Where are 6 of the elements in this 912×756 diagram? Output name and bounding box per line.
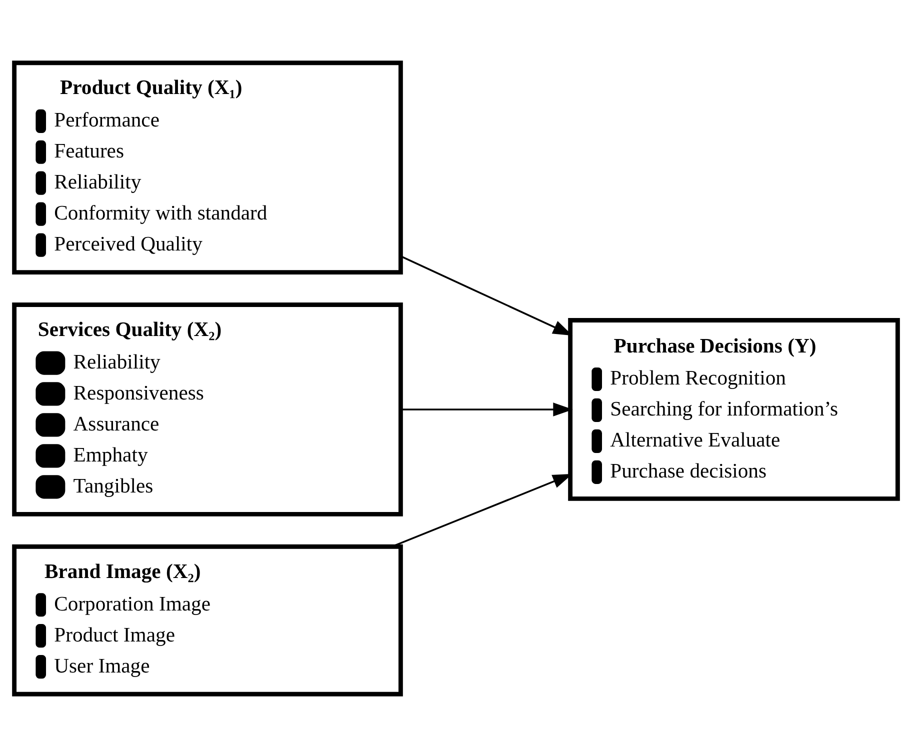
arrow bbox=[400, 402, 573, 416]
node-box: Services Quality (X₂) Reliability Responsiveness Assurance Emphaty Tangibles bbox=[12, 302, 403, 516]
node-box: Product Quality (X₁) Performance Features Reliability Conformity with standard Perceived Quality bbox=[12, 60, 403, 274]
node-box: Purchase Decisions (Y) Problem Recognition Searching for information’s Alternative Evaluate Purchase decisions bbox=[568, 318, 900, 500]
arrow bbox=[400, 255, 573, 336]
node-box: Brand Image (X₂) Corporation Image Product Image User Image bbox=[12, 544, 403, 696]
